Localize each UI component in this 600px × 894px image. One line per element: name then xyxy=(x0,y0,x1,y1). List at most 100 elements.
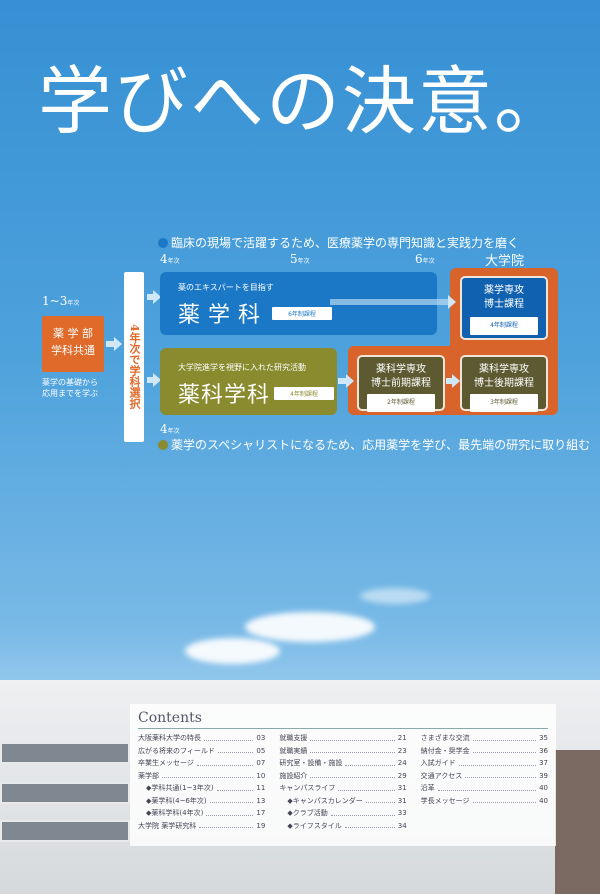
arrow-icon xyxy=(330,295,456,309)
common-curriculum-box: 薬 学 部学科共通 xyxy=(42,316,104,372)
year-5-label: 5年次 xyxy=(290,252,310,266)
leader-dots xyxy=(204,732,254,741)
contents-item[interactable]: さまざまな交流 35 xyxy=(421,732,548,745)
bottom-lead: 薬学のスペシャリストになるため、応用薬学を学び、最先端の研究に取り組む xyxy=(158,436,590,453)
leader-dots xyxy=(345,757,395,766)
building-window xyxy=(0,742,130,764)
contents-item-page: 37 xyxy=(539,759,548,767)
pharmacy-name: 薬学科 xyxy=(178,303,269,328)
leader-dots xyxy=(162,770,254,778)
contents-item[interactable]: 交通アクセス 39 xyxy=(421,770,548,783)
arrow-icon xyxy=(446,374,460,388)
pharmacy-doctoral-box: 薬学専攻博士課程 4年制課程 xyxy=(460,276,548,340)
contents-item-label: 就職実績 xyxy=(279,746,308,755)
contents-heading: Contents xyxy=(138,710,548,729)
leader-dots xyxy=(217,745,254,753)
contents-item-label: 学長メッセージ xyxy=(420,796,470,805)
contents-item-page: 13 xyxy=(256,796,266,805)
leader-dots xyxy=(472,795,537,803)
year-4-bottom-label: 4年次 xyxy=(160,422,180,436)
leader-dots xyxy=(472,745,537,753)
contents-item-label: ◆キャンパスカレンダー xyxy=(287,796,363,805)
department-selection-bar: 4年次で学科選択 xyxy=(124,272,144,442)
contents-item-label: 大学院 薬学研究科 xyxy=(138,821,197,830)
grad-label: 大学院 xyxy=(485,254,525,269)
contents-item-page: 11 xyxy=(256,784,266,792)
contents-item-page: 31 xyxy=(397,796,407,805)
contents-item-page: 29 xyxy=(397,771,407,780)
building-side xyxy=(555,750,600,894)
contents-item-page: 19 xyxy=(256,821,266,830)
contents-item[interactable]: ◆クラブ活動 33 xyxy=(279,807,406,820)
contents-item[interactable]: ◆薬学科(4~6年次) 13 xyxy=(138,795,265,808)
contents-item-label: 卒業生メッセージ xyxy=(138,759,194,767)
contents-item-page: 21 xyxy=(397,734,407,742)
leader-dots xyxy=(196,757,254,766)
contents-item-label: 入試ガイド xyxy=(420,759,456,767)
contents-item-page: 35 xyxy=(539,734,548,742)
bottom-lead-text: 薬学のスペシャリストになるため、応用薬学を学び、最先端の研究に取り組む xyxy=(171,438,591,452)
contents-item[interactable]: 就職実績 23 xyxy=(279,745,406,758)
contents-item-page: 31 xyxy=(397,784,407,792)
pharm-sci-subtitle: 大学院進学を視野に入れた研究活動 xyxy=(178,363,306,372)
contents-item[interactable]: 学長メッセージ 40 xyxy=(421,795,548,808)
contents-item[interactable]: ◆キャンパスカレンダー 31 xyxy=(279,795,406,808)
page-title: 学びへの決意。 xyxy=(38,59,570,145)
contents-item-label: ◆ライフスタイル xyxy=(287,821,342,830)
contents-item-page: 36 xyxy=(539,746,548,755)
contents-item-page: 33 xyxy=(397,809,407,817)
contents-item-label: 広がる将来のフィールド xyxy=(138,746,215,755)
contents-item-label: 交通アクセス xyxy=(420,771,463,780)
master-course-box: 薬科学専攻博士前期課程 2年制課程 xyxy=(357,355,445,412)
contents-item-label: ◆クラブ活動 xyxy=(287,809,328,817)
contents-item[interactable]: 大学院 薬学研究科 19 xyxy=(138,820,265,833)
contents-item-label: ◆薬科学科(4年次) xyxy=(146,809,204,817)
pharm-sci-course-tag: 4年制課程 xyxy=(274,386,335,400)
contents-item-page: 17 xyxy=(256,809,266,817)
doctoral-course-box: 薬科学専攻博士後期課程 3年制課程 xyxy=(460,355,548,412)
pharmacy-subtitle: 薬のエキスパートを目指す xyxy=(178,283,274,292)
contents-item-label: 薬学部 xyxy=(138,771,159,780)
contents-item-page: 40 xyxy=(539,784,548,792)
contents-item-page: 23 xyxy=(397,746,407,755)
leader-dots xyxy=(209,795,254,803)
contents-item-page: 24 xyxy=(397,759,407,767)
cloud xyxy=(245,612,375,642)
leader-dots xyxy=(206,807,254,816)
arrow-icon xyxy=(338,374,354,388)
contents-item[interactable]: ◆学科共通(1~3年次)11 xyxy=(138,782,265,795)
contents-item[interactable]: 沿革 40 xyxy=(421,782,548,795)
contents-item-page: 40 xyxy=(539,796,548,805)
contents-item-label: 沿革 xyxy=(420,784,435,792)
leader-dots xyxy=(365,795,395,803)
contents-item[interactable]: 研究室・設備・施設 24 xyxy=(279,757,406,770)
contents-item-label: ◆薬学科(4~6年次) xyxy=(146,796,207,805)
contents-item-label: 研究室・設備・施設 xyxy=(279,759,343,767)
building-window xyxy=(0,820,130,842)
contents-item[interactable]: 入試ガイド 37 xyxy=(421,757,548,770)
top-lead-text: 臨床の現場で活躍するため、医療薬学の専門知識と実践力を磨く xyxy=(171,236,520,250)
arrow-icon xyxy=(147,290,161,304)
contents-item-label: キャンパスライフ xyxy=(279,784,336,792)
contents-item-label: さまざまな交流 xyxy=(420,734,470,742)
common-description: 薬学の基礎から応用までを学ぶ xyxy=(42,378,98,398)
contents-item-page: 39 xyxy=(539,771,548,780)
leader-dots xyxy=(344,820,395,828)
blue-bullet-icon xyxy=(158,238,168,248)
contents-item[interactable]: ◆薬科学科(4年次) 17 xyxy=(138,807,265,820)
leader-dots xyxy=(437,782,537,791)
contents-item[interactable]: キャンパスライフ 31 xyxy=(279,782,406,795)
leader-dots xyxy=(465,770,537,778)
year-1-3-label: 1~3年次 xyxy=(42,294,80,308)
leader-dots xyxy=(458,757,537,766)
